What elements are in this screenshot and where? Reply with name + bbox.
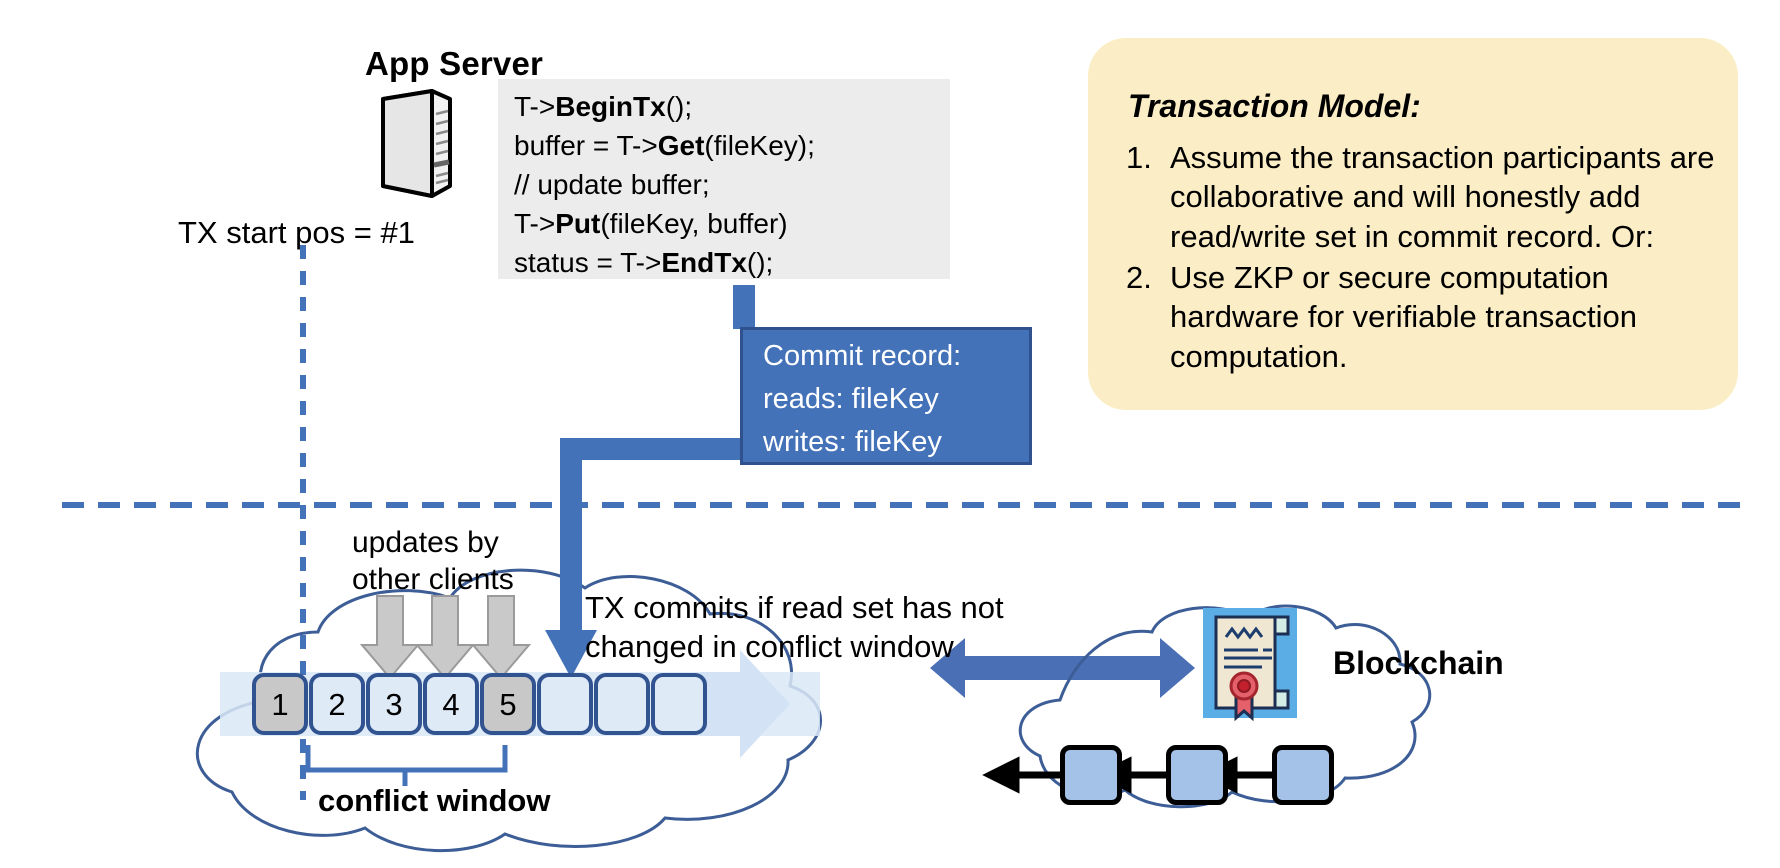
update-arrow-3 [470, 595, 532, 680]
commit-record-box: Commit record: reads: fileKey writes: fi… [740, 327, 1032, 465]
log-cell-4: 4 [423, 673, 479, 735]
updates-label-line-2: other clients [352, 562, 514, 596]
update-arrow-1 [359, 595, 421, 680]
transaction-model-list: 1. Assume the transaction participants ar… [1126, 138, 1716, 378]
blockchain-label: Blockchain [1333, 645, 1504, 681]
transaction-model-title: Transaction Model: [1128, 88, 1421, 124]
transaction-model-item-text: Assume the transaction participants are … [1170, 140, 1715, 254]
code-line-2: buffer = T->Get(fileKey); [514, 130, 815, 161]
conflict-window-label: conflict window [318, 783, 551, 818]
transaction-model-box: Transaction Model: 1. Assume the transact… [1088, 38, 1738, 410]
app-server-code-block: T->BeginTx(); buffer = T->Get(fileKey); … [498, 79, 950, 279]
tx-start-label: TX start pos = #1 [178, 215, 415, 250]
transaction-model-item: 1. Assume the transaction participants ar… [1126, 138, 1716, 256]
commit-record-reads: reads: fileKey [763, 383, 939, 415]
log-cell-empty-8 [651, 673, 707, 735]
commit-record-connector [733, 285, 755, 329]
tx-commit-note-line-2: changed in conflict window [585, 629, 954, 665]
log-cell-2: 2 [309, 673, 365, 735]
commit-record-writes: writes: fileKey [763, 426, 942, 458]
log-cell-3: 3 [366, 673, 422, 735]
transaction-model-item-number: 2. [1126, 260, 1152, 296]
code-line-1: T->BeginTx(); [514, 91, 693, 122]
blockchain-block [1060, 745, 1122, 805]
log-cell-empty-6 [537, 673, 593, 735]
update-arrow-2 [414, 595, 476, 680]
tx-commit-note-line-1: TX commits if read set has not [585, 590, 1004, 625]
code-line-4: T->Put(fileKey, buffer) [514, 208, 788, 239]
tx-commit-note: TX commits if read set has not changed i… [585, 588, 1004, 666]
blockchain-block [1272, 745, 1334, 805]
log-continues-arrow [700, 650, 790, 758]
code-line-3: // update buffer; [514, 169, 710, 200]
log-cell-empty-7 [594, 673, 650, 735]
app-server-title: App Server [365, 45, 544, 82]
updates-label-line-1: updates by [352, 526, 499, 559]
update-arrows [359, 595, 532, 680]
certificate-seal-icon [1203, 608, 1297, 722]
log-blockchain-link-arrow [930, 638, 1195, 698]
commit-record-title: Commit record: [763, 340, 962, 372]
conflict-window-brace [305, 745, 508, 786]
blockchain-link-arrows [982, 756, 1272, 794]
server-tower-icon [381, 89, 452, 198]
updates-by-other-clients-label: updates by other clients [352, 525, 514, 598]
transaction-model-item: 2. Use ZKP or secure computation hardware… [1126, 258, 1716, 376]
code-line-5: status = T->EndTx(); [514, 247, 774, 278]
blockchain-block [1166, 745, 1228, 805]
transaction-model-item-number: 1. [1126, 140, 1152, 175]
transaction-model-item-text: Use ZKP or secure computation hardware f… [1170, 260, 1637, 374]
log-cell-5: 5 [480, 673, 536, 735]
log-cell-1: 1 [252, 673, 308, 735]
